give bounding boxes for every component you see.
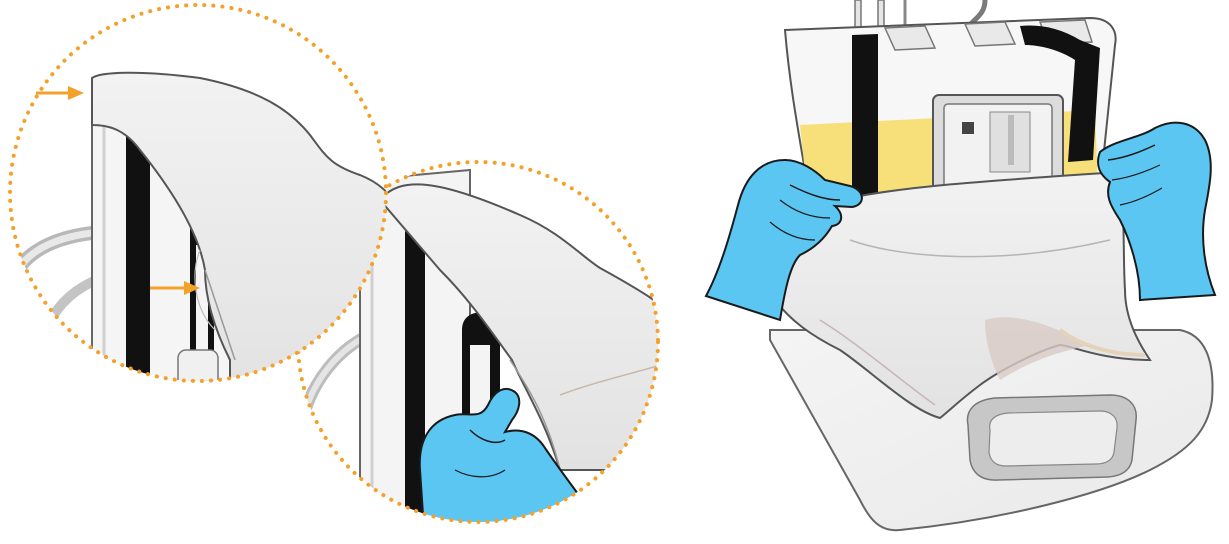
strap-icon [1020, 25, 1100, 162]
glove-hand-icon [1097, 121, 1217, 302]
callout-border [8, 3, 388, 383]
device-liner-scene [704, 0, 1217, 532]
liner-bag-icon [91, 71, 386, 381]
arrow-right-icon [150, 281, 200, 295]
strap-icon [852, 34, 878, 202]
arrow-right-icon [36, 86, 84, 100]
strap-icon [126, 120, 150, 381]
liner-bag-icon [378, 183, 658, 471]
glove-hand-icon [704, 158, 863, 322]
